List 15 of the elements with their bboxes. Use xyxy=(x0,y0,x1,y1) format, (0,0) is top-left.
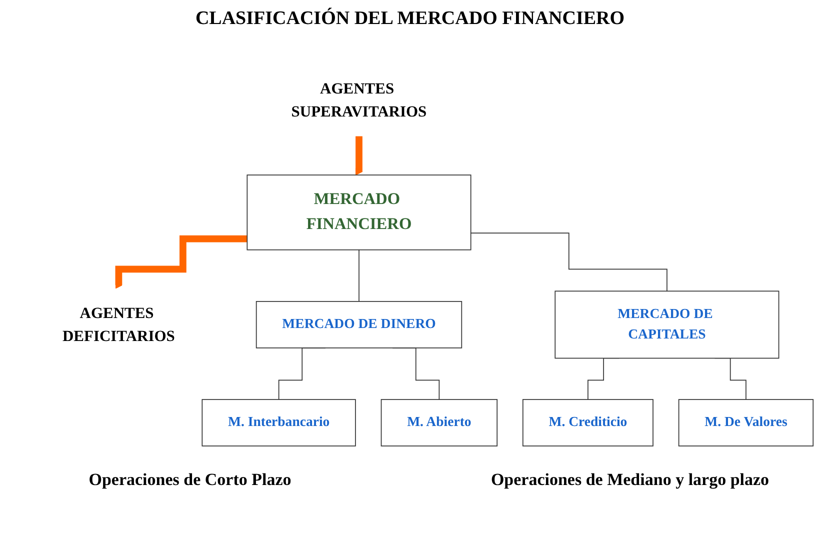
node-box: MERCADO DE CAPITALES xyxy=(554,290,780,359)
connector xyxy=(358,249,360,302)
node-box: M. De Valores xyxy=(678,399,814,446)
note-text: Operaciones de Mediano y largo plazo xyxy=(490,470,770,490)
arrow xyxy=(114,235,248,289)
node-text: AGENTES DEFICITARIOS xyxy=(62,304,175,344)
connector xyxy=(470,232,668,292)
note-text: Operaciones de Corto Plazo xyxy=(88,470,292,490)
node-box: M. Interbancario xyxy=(202,399,356,446)
node-box: M. Crediticio xyxy=(522,399,654,446)
node-box: MERCADO FINANCIERO xyxy=(246,174,472,250)
node-box: MERCADO DE DINERO xyxy=(256,301,462,348)
node-text: AGENTES SUPERAVITARIOS xyxy=(291,80,427,120)
node-box: M. Abierto xyxy=(380,399,498,446)
diagram-title: CLASIFICACIÓN DEL MERCADO FINANCIERO xyxy=(194,8,626,30)
